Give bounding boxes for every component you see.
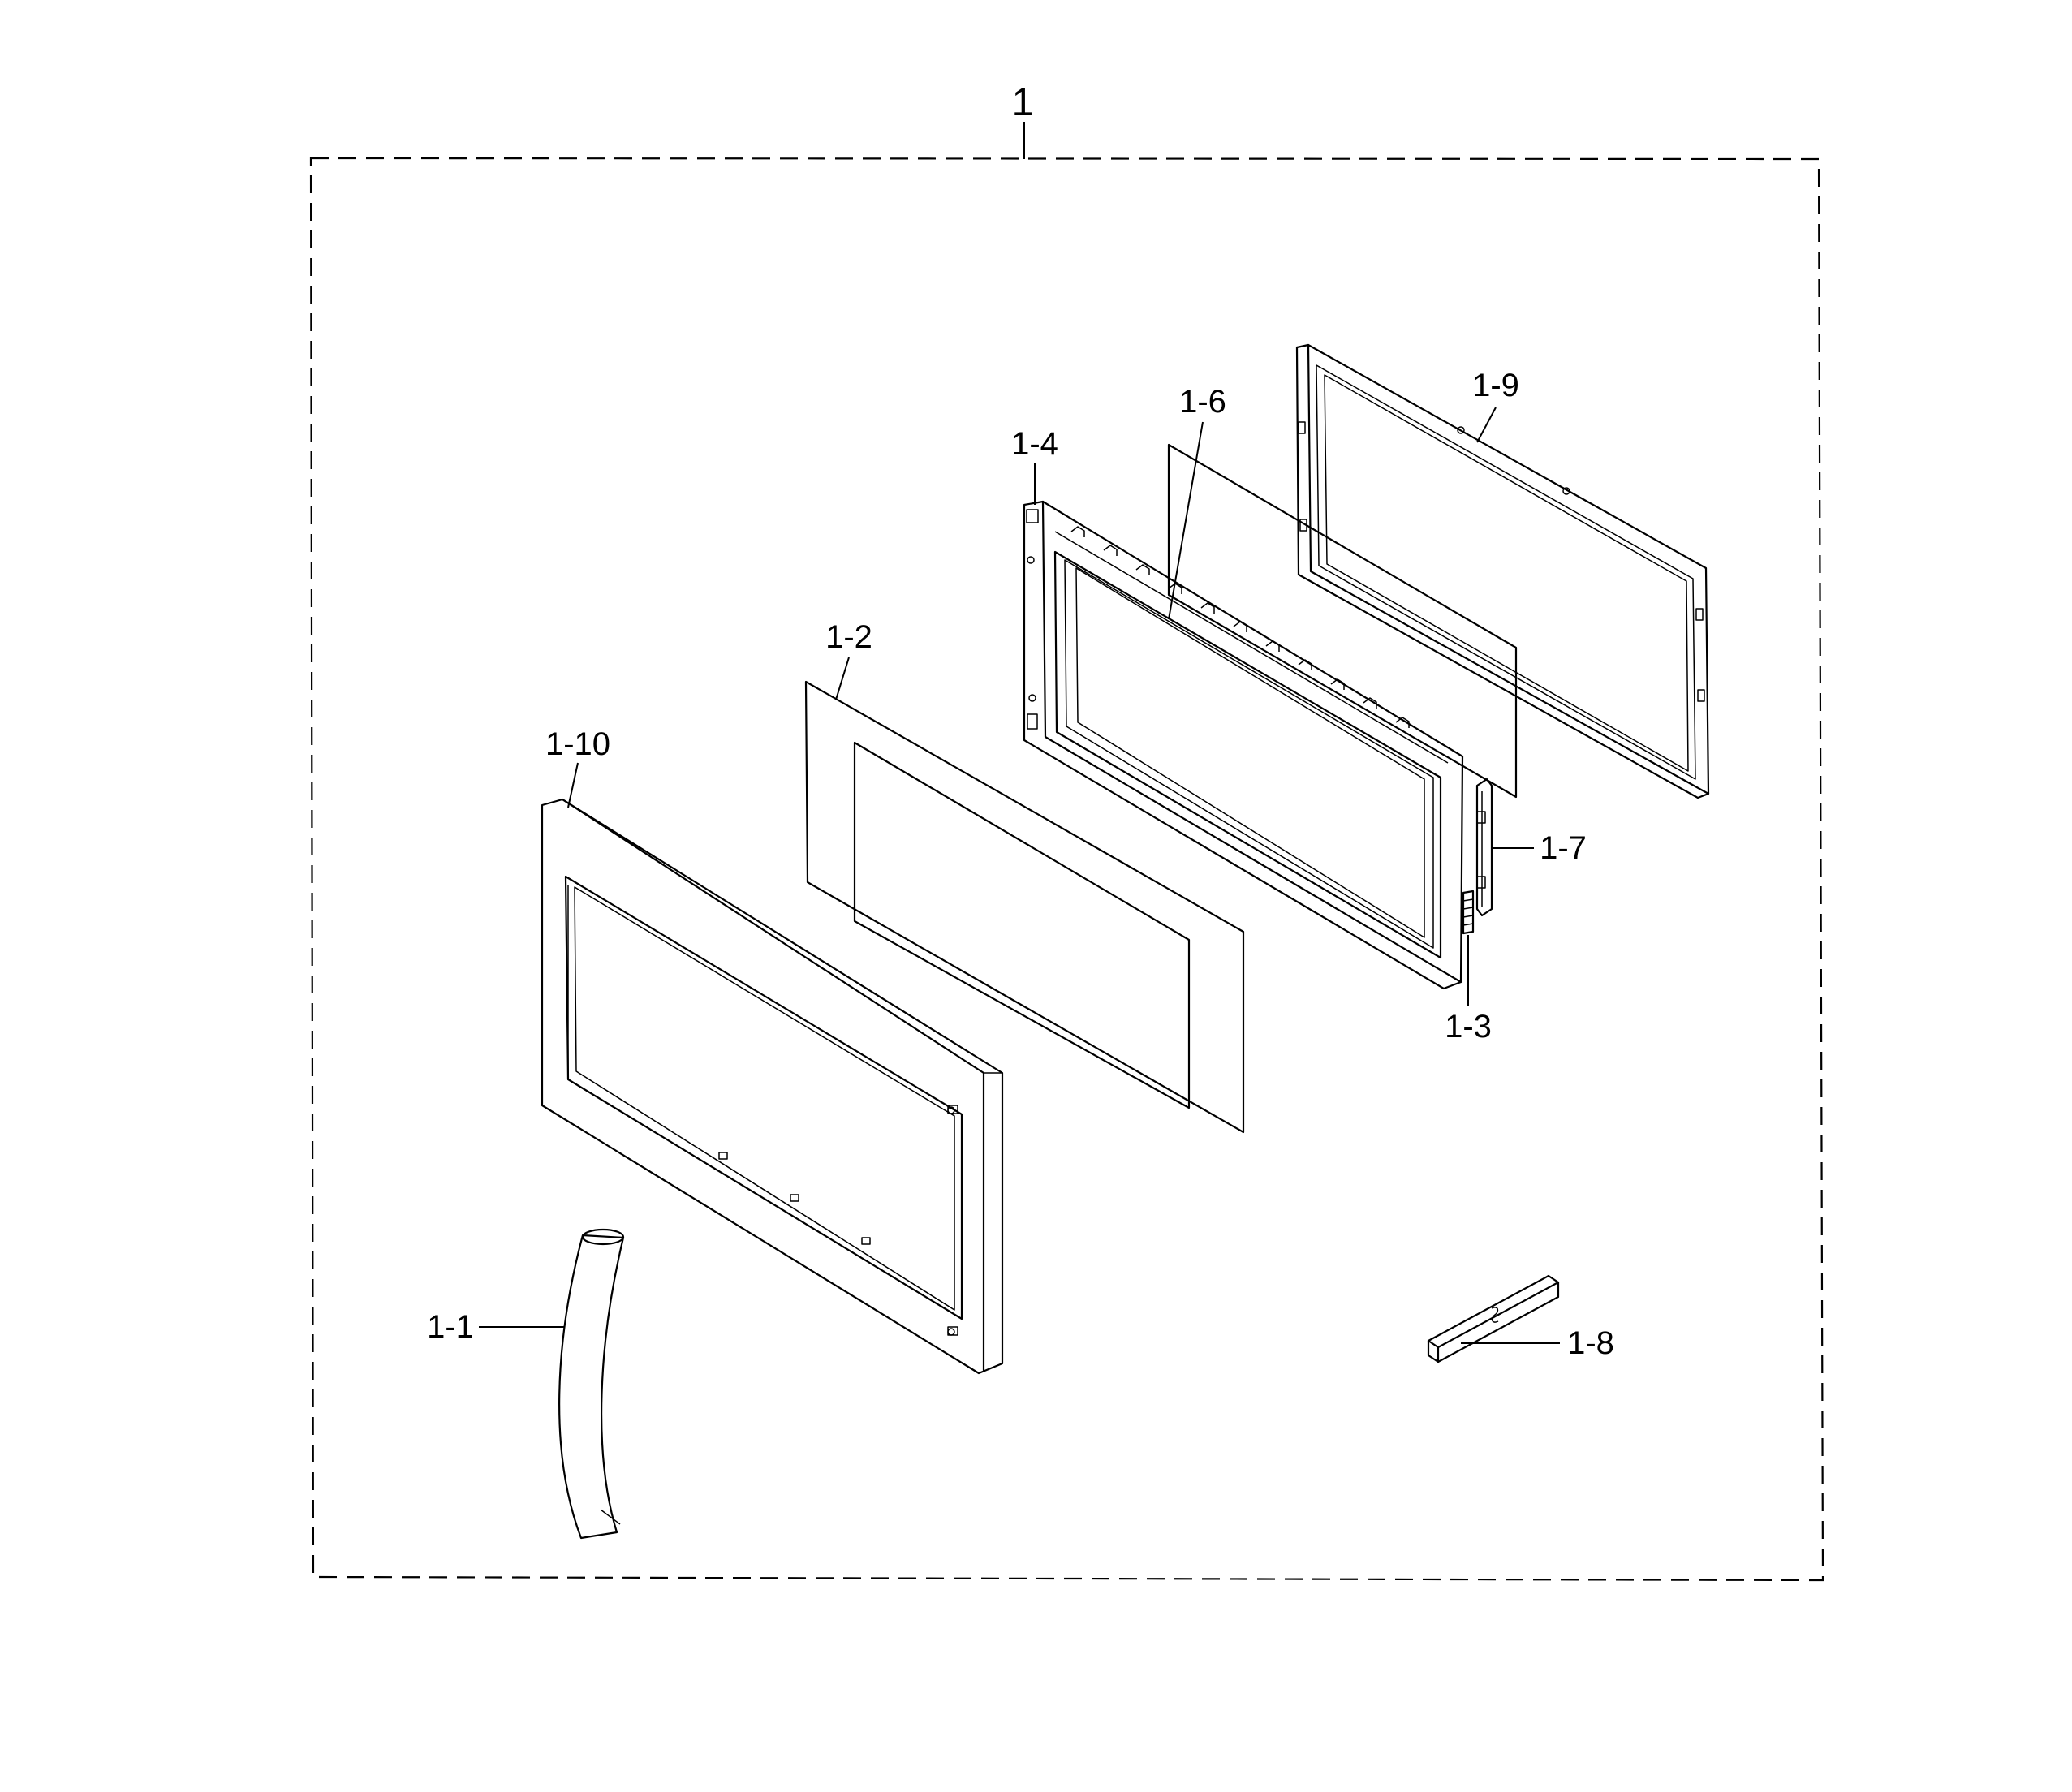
part-1-7-label: 1-7 [1540,830,1587,866]
assembly-boundary [309,157,1824,1582]
part-1-6-label: 1-6 [1179,384,1226,420]
part-1-2-leader [835,657,850,700]
part-1-8-gasket-strip [1427,1274,1560,1363]
part-1-9-rear-frame [1295,343,1710,799]
part-1-6-glass-sheet [1167,443,1518,799]
part-1-1-label: 1-1 [427,1309,474,1345]
part-1-8-label: 1-8 [1567,1325,1614,1361]
part-1-6-leader [1168,421,1204,620]
part-1-2-window-panel [804,680,1245,1134]
assembly-label: 1 [1012,81,1034,124]
part-1-10-label: 1-10 [545,726,610,762]
part-1-4-label: 1-4 [1011,426,1058,462]
part-1-1-handle [558,1228,625,1540]
part-1-7-latch [1475,778,1493,917]
part-1-3-spring [1462,890,1475,935]
part-1-3-label: 1-3 [1445,1009,1492,1045]
part-1-9-leader [1476,407,1497,443]
part-1-9-label: 1-9 [1472,368,1519,403]
part-1-4-inner-frame [1023,500,1464,990]
part-1-2-label: 1-2 [825,619,872,655]
part-1-10-outer-door [541,798,1004,1375]
part-1-10-leader [567,762,579,808]
